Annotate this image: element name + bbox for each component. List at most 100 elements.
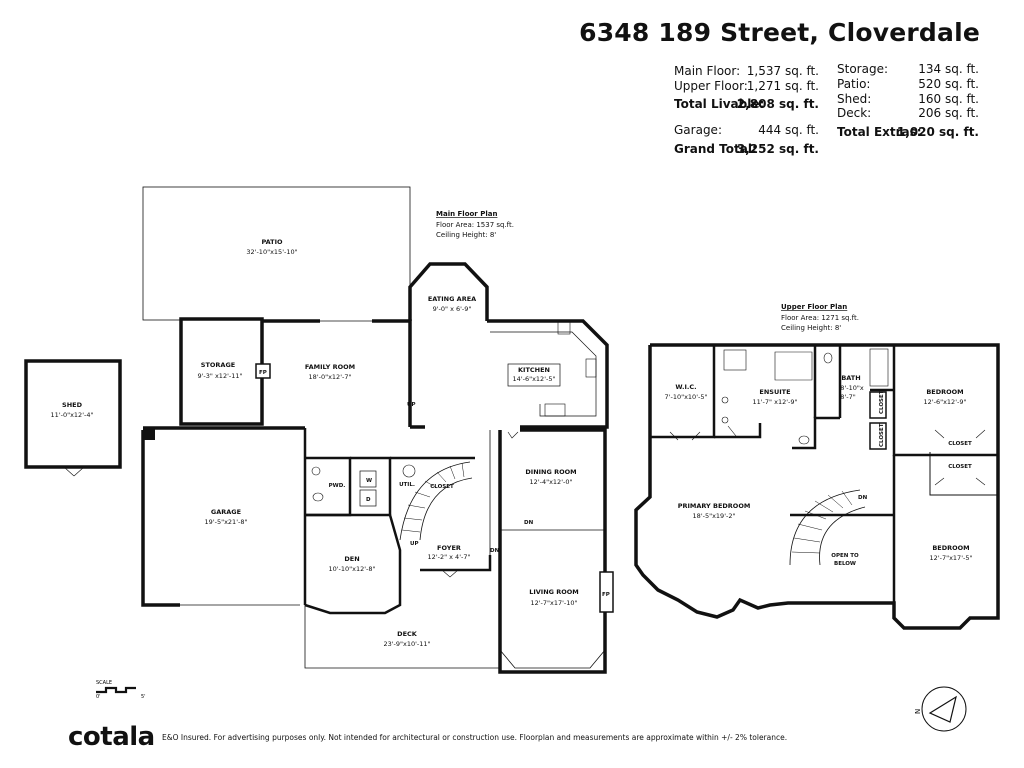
room-label-bedroom-1: BEDROOM [926,388,963,396]
stat-label: Deck: [837,106,872,120]
compass-letter: N [914,709,922,714]
dn-label: DN [858,495,868,501]
stat-label: Main Floor: [674,64,741,78]
den-walls [304,513,402,615]
shower-icon [723,349,747,371]
stat-value: 160 sq. ft. [918,92,979,106]
room-label-util: UTIL. [399,482,415,488]
room-label-shed: SHED [62,401,83,409]
cotala-logo: cotala [68,722,155,752]
room-label-closet-main: CLOSET [430,484,454,490]
room-dim-bath-2: 8'-7" [840,393,855,401]
stat-main-floor: Main Floor: 1,537 sq. ft. [674,64,819,78]
toilet-icon [798,435,810,445]
room-dim-foyer: 12'-2" x 4'-7" [428,553,471,561]
room-dim-deck: 23'-9"x10'-11" [383,640,430,648]
room-dim-patio: 32'-10"x15'-10" [246,248,297,256]
fireplace-icon [255,363,271,379]
main-stair [399,461,471,541]
stat-value: 1,271 sq. ft. [746,79,819,93]
shed-door [63,466,85,477]
stat-label: Storage: [837,62,888,76]
room-dim-eating: 9'-0" x 6'-9" [433,305,472,313]
garage-walls [141,430,180,607]
stat-total-extras: Total Extras: 1,020 sq. ft. [837,125,979,139]
washer-icon [359,470,377,488]
room-label-bedroom-2: BEDROOM [932,544,969,552]
upper-exterior-wall [634,343,1000,630]
fridge-icon [544,403,566,417]
room-label-open-2: BELOW [834,561,856,567]
room-label-bath: BATH [841,374,860,382]
stat-value: 3,252 sq. ft. [736,142,819,156]
room-label-closet-upper-1: CLOSET [948,441,972,447]
room-label-closet-upper-2: CLOSET [948,464,972,470]
up-label: UP [410,541,419,547]
stat-deck: Deck: 206 sq. ft. [837,106,979,120]
room-label-kitchen: KITCHEN [518,366,550,374]
foyer-walls [420,555,492,572]
kitchen-island [507,363,561,387]
scale-label: SCALE [96,680,112,686]
stat-garage: Garage: 444 sq. ft. [674,123,819,137]
room-label-open-1: OPEN TO [831,553,859,559]
room-dim-dining: 12'-4"x12'-0" [530,478,573,486]
bath-tub-icon [869,348,889,387]
stat-storage: Storage: 134 sq. ft. [837,62,979,76]
room-label-closet-vertical-1: CLOSET [879,390,885,414]
dn-label: DN [524,520,534,526]
stat-label: Upper Floor: [674,79,748,93]
room-label-closet-vertical-2: CLOSET [879,423,885,447]
stat-label: Total Livable: [674,97,765,111]
closet-box [869,391,887,419]
room-label-pwd: PWD. [329,483,346,489]
stat-label: Garage: [674,123,722,137]
kitchen-counter [490,331,597,417]
stat-value: 2,808 sq. ft. [736,97,819,111]
scale-bar: SCALE 0' 5' [96,680,146,700]
fp-label: FP [602,592,610,598]
room-label-ensuite: ENSUITE [759,388,790,396]
room-label-living: LIVING ROOM [529,588,579,596]
room-dim-bedroom-1: 12'-6"x12'-9" [924,398,967,406]
pwd-sink-icon [311,466,321,476]
ensuite-walls [714,423,762,439]
north-compass: N [914,686,967,732]
stat-value: 1,020 sq. ft. [896,125,979,139]
living-room-bay [499,649,606,669]
room-dim-bedroom-2: 12'-7"x17'-5" [930,554,973,562]
upper-plan-ceiling: Ceiling Height: 8' [781,324,841,332]
wic-walls [650,345,716,439]
stat-label: Shed: [837,92,872,106]
stat-value: 444 sq. ft. [758,123,819,137]
dryer-icon [359,489,377,507]
fireplace-icon [599,571,614,613]
scale-five: 5' [141,694,146,700]
stove-icon [585,358,597,378]
room-dim-primary: 18'-5"x19'-2" [693,512,736,520]
kitchen-walls [487,319,609,429]
room-dim-family: 18'-0"x12'-7" [309,373,352,381]
stat-label: Grand Total: [674,142,757,156]
stat-total-livable: Total Livable: 2,808 sq. ft. [674,97,819,111]
main-plan-heading: Main Floor Plan [436,210,497,218]
room-label-wic: W.I.C. [675,383,696,391]
stat-value: 134 sq. ft. [918,62,979,76]
stat-label: Patio: [837,77,871,91]
stat-value: 1,537 sq. ft. [746,64,819,78]
water-heater-icon [402,464,416,478]
room-dim-wic: 7'-10"x10'-5" [665,393,708,401]
room-label-patio: PATIO [261,238,283,246]
tub-icon [774,351,813,381]
closet-box [869,422,887,450]
stat-upper-floor: Upper Floor: 1,271 sq. ft. [674,79,819,93]
main-plan-area: Floor Area: 1537 sq.ft. [436,221,514,229]
sink-icon [557,321,571,335]
dn-label: DN [490,548,500,554]
room-label-foyer: FOYER [437,544,461,552]
stat-label: Total Extras: [837,125,922,139]
stat-shed: Shed: 160 sq. ft. [837,92,979,106]
fp-label: FP [259,370,267,376]
room-label-deck: DECK [397,630,418,638]
